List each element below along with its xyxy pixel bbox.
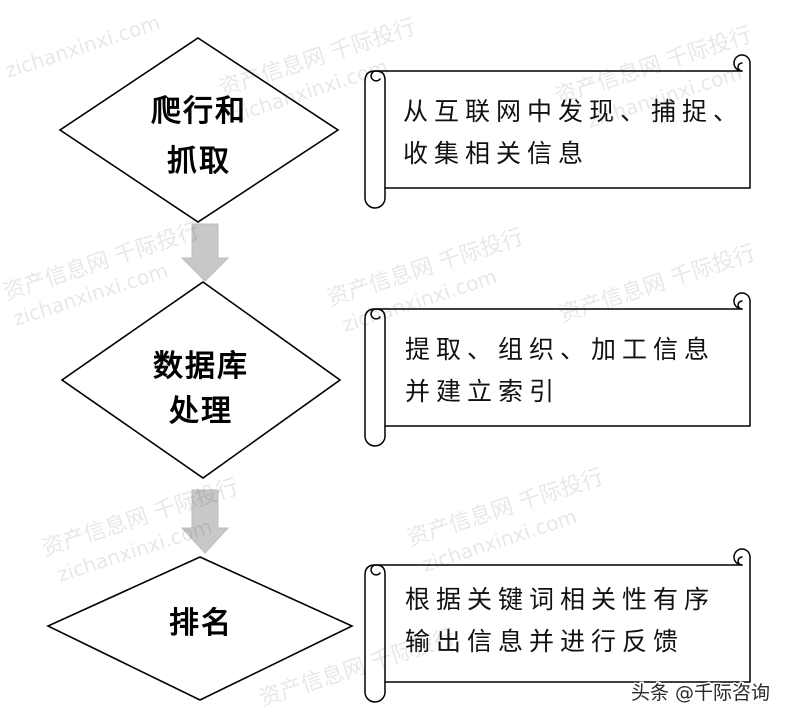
step-3-description-line-1: 根据关键词相关性有序 <box>405 585 715 614</box>
scroll-roll-inner-edge <box>375 308 386 427</box>
step-2-scroll <box>364 292 751 447</box>
scroll-roll-inner-edge <box>375 70 386 189</box>
step-2-description-line-1: 提取、组织、加工信息 <box>405 335 715 364</box>
step-3-description-line-2: 输出信息并进行反馈 <box>405 627 684 656</box>
scroll-roll-inner-edge <box>375 564 386 683</box>
watermark-site-url: zichanxinxi.com <box>2 10 163 83</box>
step-2-label-line-2: 处理 <box>168 394 233 429</box>
step-1-label-line-2: 抓取 <box>167 144 231 179</box>
step-2-diamond <box>60 281 342 479</box>
step-3-label-line-1: 排名 <box>169 606 233 641</box>
scroll-outline <box>364 292 751 447</box>
scroll-top-left-curl <box>370 308 381 320</box>
source-credit: 头条 @千际咨询 <box>631 682 770 704</box>
step-1-description-line-2: 收集相关信息 <box>403 139 589 168</box>
scroll-outline <box>364 548 751 703</box>
scroll-top-left-curl <box>370 564 381 576</box>
step-1-scroll <box>364 54 751 209</box>
step-3-scroll <box>364 548 751 703</box>
step-1-description-line-1: 从互联网中发现、捕捉、 <box>403 97 744 126</box>
step-2-label-line-1: 数据库 <box>153 349 249 384</box>
step-2-description-line-2: 并建立索引 <box>405 377 560 406</box>
scroll-top-right-curl <box>737 62 743 72</box>
scroll-top-right-curl <box>737 556 743 566</box>
step-3-diamond <box>46 556 354 701</box>
step-1-diamond <box>58 37 340 223</box>
scroll-top-right-curl <box>737 300 743 310</box>
flow-arrow-down-1 <box>180 223 230 282</box>
step-1-label-line-1: 爬行和 <box>151 94 247 129</box>
scroll-top-left-curl <box>370 70 381 82</box>
flow-arrow-down-2 <box>180 489 230 554</box>
